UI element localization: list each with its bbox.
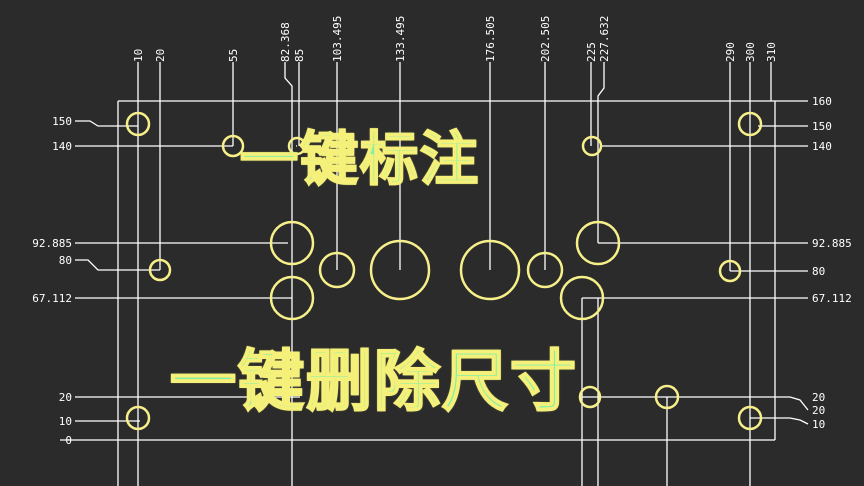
dim-right-150: 150	[812, 120, 832, 133]
dim-right-20-a: 20	[812, 391, 825, 404]
dim-top-310: 310	[765, 42, 778, 62]
caption-one-click-delete-dimensions: 一键删除尺寸	[169, 342, 578, 421]
dim-top-20: 20	[154, 49, 167, 62]
top-dimension-labels: 10 20 55 82.368 85 103.495 133.495 176.5…	[132, 16, 778, 62]
caption-one-click-annotate: 一键标注	[239, 124, 481, 194]
right-dimension-labels: 160 150 140 92.885 80 67.112 20 20 10	[789, 95, 852, 431]
dim-top-133-495: 133.495	[394, 16, 407, 62]
dim-left-150: 150	[52, 115, 72, 128]
dim-top-176-505: 176.505	[484, 16, 497, 62]
dim-top-290: 290	[724, 42, 737, 62]
dim-top-300: 300	[744, 42, 757, 62]
left-dimension-labels: 150 140 92.885 80 67.112 20 10 0	[32, 115, 72, 447]
dim-top-55: 55	[227, 49, 240, 62]
dim-right-140: 140	[812, 140, 832, 153]
horizontal-extension-lines	[75, 100, 808, 422]
dim-top-227-632: 227.632	[598, 16, 611, 62]
dim-top-225: 225	[585, 42, 598, 62]
dim-top-85: 85	[293, 49, 306, 62]
dim-left-80: 80	[59, 254, 72, 267]
vertical-extension-lines	[137, 62, 772, 486]
holes	[125, 111, 763, 431]
dim-right-80: 80	[812, 265, 825, 278]
dim-top-103-495: 103.495	[331, 16, 344, 62]
dim-right-10: 10	[812, 418, 825, 431]
dim-top-202-505: 202.505	[539, 16, 552, 62]
dim-right-20-b: 20	[812, 404, 825, 417]
dim-left-20: 20	[59, 391, 72, 404]
dim-left-10: 10	[59, 415, 72, 428]
dim-left-92-885: 92.885	[32, 237, 72, 250]
dim-top-10: 10	[132, 49, 145, 62]
dim-right-160: 160	[812, 95, 832, 108]
dim-left-140: 140	[52, 140, 72, 153]
dim-right-92-885: 92.885	[812, 237, 852, 250]
dim-right-67-112: 67.112	[812, 292, 852, 305]
dim-left-67-112: 67.112	[32, 292, 72, 305]
dim-top-82-368: 82.368	[279, 22, 292, 62]
dim-left-0: 0	[65, 434, 72, 447]
